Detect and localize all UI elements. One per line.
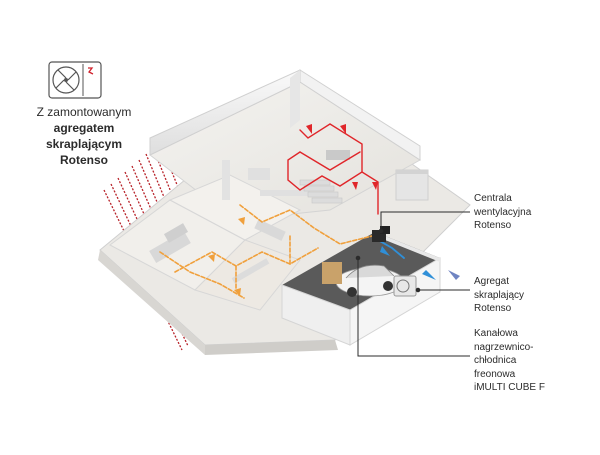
callout-lines — [355, 211, 470, 357]
callout-line: Centrala — [474, 193, 512, 204]
garage — [281, 232, 441, 346]
callout-line: wentylacyjna — [474, 206, 532, 218]
callout-duct-heater-cooler: Kanałowa nagrzewnico- chłodnica freonowa… — [474, 327, 594, 395]
callout-line: Rotenso — [474, 303, 512, 314]
callout-line: freonowa — [474, 368, 516, 380]
callout-condensing-unit: Agregat skraplający Rotenso — [474, 275, 594, 316]
callout-line: Kanałowa — [474, 328, 518, 339]
condensing-unit-icon — [48, 61, 102, 99]
caption-line-3: skraplającym — [45, 137, 123, 151]
caption-line-4: Rotenso — [60, 153, 108, 167]
airflow-arrows — [208, 124, 460, 296]
caption-line-1: Z zamontowanym — [36, 105, 132, 119]
callout-ventilation-unit: Centrala wentylacyjna Rotenso — [474, 192, 594, 233]
callout-line: nagrzewnico- — [474, 341, 534, 353]
callout-line: chłodnica — [474, 355, 517, 366]
callout-line: Agregat — [474, 276, 510, 287]
callout-line: Rotenso — [474, 220, 512, 231]
callout-line: iMULTI CUBE F — [474, 382, 545, 393]
callout-line: skraplający — [474, 289, 525, 301]
duct-lines — [159, 123, 405, 299]
caption-line-2: agregatem — [53, 121, 115, 135]
unit-caption: Z zamontowanym agregatem skraplającym Ro… — [22, 104, 146, 168]
